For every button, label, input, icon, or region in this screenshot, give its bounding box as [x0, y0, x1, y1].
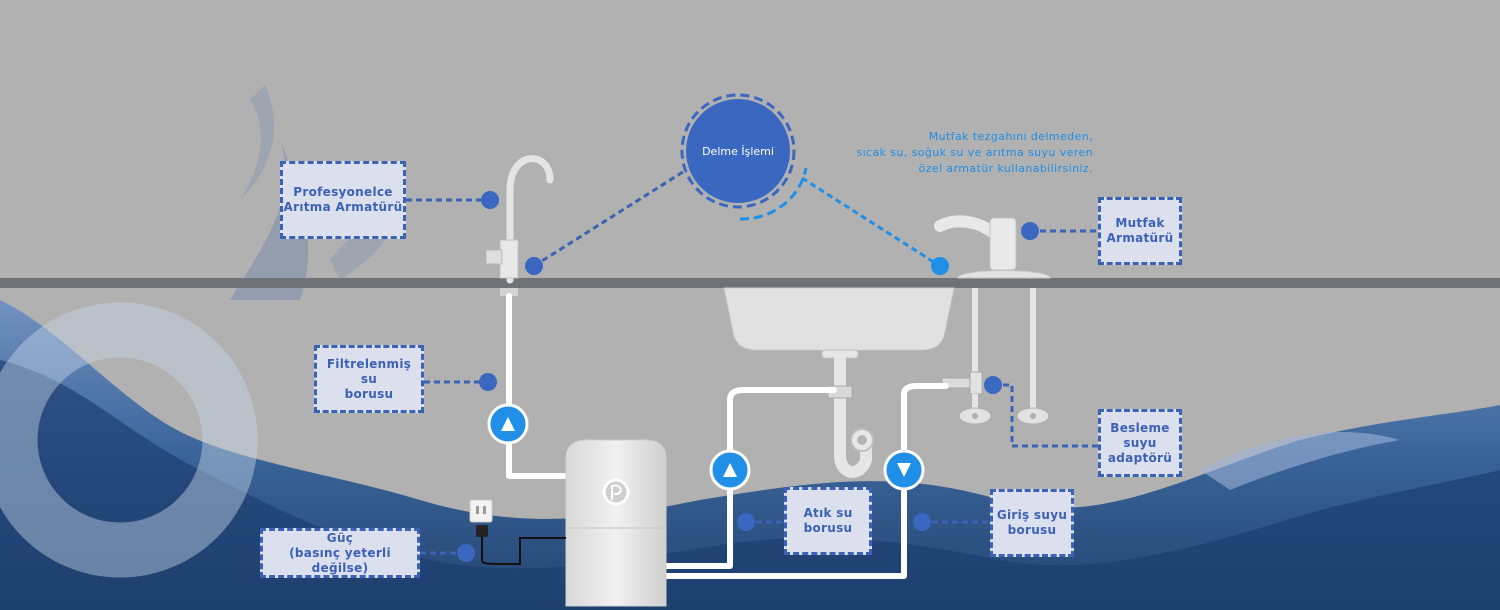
- logo-icon: [602, 478, 630, 506]
- professional-faucet: [485, 155, 554, 296]
- kitchen-faucet: [934, 215, 1051, 408]
- drilling-ring: [680, 93, 808, 221]
- pipes: [506, 293, 949, 579]
- drain-trap: [827, 352, 874, 478]
- filter-unit: [565, 439, 667, 607]
- filtered-water-pipe: [506, 293, 571, 479]
- drilling-badge: Delme İşlemi: [686, 99, 790, 203]
- label-professional-faucet: Profesyonelce Arıtma Armatürü: [280, 161, 406, 239]
- power-plug-icon: [469, 499, 566, 565]
- drilling-connector: [801, 176, 941, 268]
- arrow-up-icon: [487, 403, 529, 445]
- label-filtered-pipe: Filtrelenmiş su borusu: [314, 345, 424, 413]
- marker-dots: [457, 191, 1039, 562]
- countertop: [0, 278, 1500, 288]
- label-inlet-pipe: Giriş suyu borusu: [990, 489, 1074, 557]
- waste-water-pipe: [661, 387, 837, 569]
- arrow-up-icon: [709, 449, 751, 491]
- sink: [723, 287, 955, 359]
- label-kitchen-faucet: Mutfak Armatürü: [1098, 197, 1182, 265]
- info-note: Mutfak tezgahını delmeden, sıcak su, soğ…: [856, 130, 1093, 175]
- label-feed-adapter: Besleme suyu adaptörü: [1098, 409, 1182, 477]
- arrow-down-icon: [883, 449, 925, 491]
- feed-adapter-valves: [941, 371, 1050, 425]
- connector-lines: [406, 168, 1098, 555]
- label-power: Güç (basınç yeterli değilse): [260, 528, 420, 578]
- inlet-water-pipe: [661, 383, 949, 579]
- label-waste-pipe: Atık su borusu: [784, 487, 872, 555]
